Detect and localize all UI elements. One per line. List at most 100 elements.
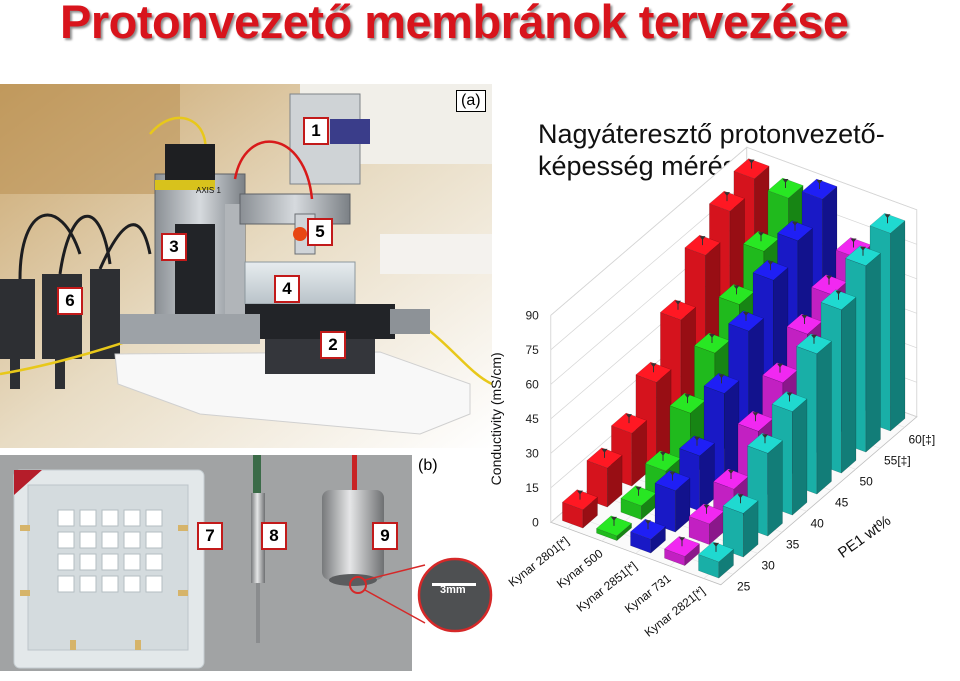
x-tick-label: 50 — [860, 474, 874, 488]
y-tick-label: 75 — [525, 343, 539, 357]
error-cap — [743, 312, 749, 316]
bar-top-face — [869, 212, 906, 234]
error-cap — [724, 192, 730, 197]
error-cap — [660, 451, 666, 456]
device-label: AXIS 1 — [196, 186, 221, 195]
error-cap — [669, 471, 676, 476]
bar-side-face — [767, 440, 783, 537]
photo-sample-holder: (b) 7 8 9 3mm — [0, 455, 493, 671]
x-axis-label: PE1 wt% — [835, 512, 894, 562]
slide-title: Protonvezető membránok tervezése — [60, 0, 849, 48]
callout-3: 3 — [161, 233, 187, 261]
error-cap — [748, 159, 755, 164]
error-cap — [786, 392, 793, 397]
bar-top-face — [684, 234, 721, 256]
error-cap — [718, 374, 725, 379]
bar-side-face — [841, 296, 857, 474]
callout-2: 2 — [320, 331, 346, 359]
panel-label-b: (b) — [418, 457, 438, 474]
bar-top-face — [777, 220, 813, 242]
x-tick-label: 35 — [786, 537, 800, 551]
bar-top-face — [796, 333, 832, 355]
error-cap — [684, 394, 691, 399]
bar-side-face — [656, 369, 672, 466]
error-cap — [801, 315, 808, 319]
callout-6: 6 — [57, 287, 83, 315]
y-tick-label: 30 — [525, 446, 539, 460]
error-cap — [679, 537, 685, 542]
error-cap — [860, 246, 866, 251]
slide-subtitle: Nagyáteresztő protonvezető-képesség méré… — [538, 119, 885, 181]
bar-top-face — [679, 435, 715, 457]
error-cap — [635, 486, 642, 491]
error-cap — [826, 275, 832, 280]
error-cap — [884, 214, 891, 219]
bar-side-face — [890, 220, 906, 432]
error-cap — [694, 436, 700, 441]
error-cap — [713, 542, 719, 547]
x-tick-label: 40 — [811, 516, 825, 530]
error-cap — [816, 180, 823, 184]
callout-7: 7 — [197, 522, 223, 550]
panel-label-a: (a) — [456, 90, 486, 112]
error-cap — [601, 448, 608, 453]
zoom-label: 3mm — [440, 584, 466, 596]
error-cap — [703, 504, 710, 509]
error-cap — [782, 179, 789, 183]
callout-5: 5 — [307, 218, 333, 246]
rig-illustration — [0, 84, 493, 448]
bar-top-face — [561, 489, 598, 510]
bar-top-face — [845, 245, 881, 267]
y-tick-label: 0 — [532, 515, 539, 529]
error-cap — [699, 236, 706, 241]
bar-top-face — [752, 259, 789, 281]
bar-top-face — [801, 178, 838, 200]
error-cap — [709, 334, 715, 338]
bar-top-face — [747, 432, 783, 454]
callout-4: 4 — [274, 275, 300, 303]
bar-side-face — [792, 398, 808, 516]
y-tick-label: 60 — [525, 377, 539, 391]
x-tick-label: 55[‡] — [884, 453, 911, 467]
error-cap — [767, 261, 774, 266]
error-cap — [762, 434, 768, 439]
x-tick-label: 25 — [737, 579, 751, 593]
holder-illustration — [0, 455, 493, 671]
error-cap — [733, 285, 740, 290]
error-cap — [626, 414, 632, 419]
error-cap — [650, 363, 657, 368]
error-cap — [675, 300, 681, 305]
error-cap — [737, 494, 744, 499]
bar-top-face — [722, 493, 759, 514]
callout-1: 1 — [303, 117, 329, 145]
error-cap — [835, 290, 842, 295]
bar-top-face — [635, 361, 672, 383]
chart-gridline — [550, 146, 917, 316]
x-tick-label: 45 — [835, 495, 849, 509]
error-cap — [811, 334, 817, 339]
error-cap — [792, 221, 798, 226]
error-cap — [645, 520, 651, 525]
callout-9: 9 — [372, 522, 398, 550]
bar-top-face — [820, 289, 857, 311]
bar-top-face — [664, 536, 700, 557]
bar-top-face — [767, 177, 804, 199]
bar-top-face — [708, 190, 746, 212]
y-tick-label: 15 — [525, 481, 539, 495]
error-cap — [577, 490, 583, 495]
bar-side-face — [865, 252, 881, 453]
x-tick-label: 30 — [762, 558, 776, 572]
y-tick-label: 45 — [525, 412, 539, 426]
y-tick-label: 90 — [525, 308, 539, 322]
y-axis-label: Conductivity (mS/cm) — [488, 352, 504, 485]
bar-side-face — [816, 340, 832, 495]
bar-top-face — [733, 158, 770, 179]
error-cap — [777, 363, 783, 368]
callout-8: 8 — [261, 522, 287, 550]
photo-measurement-rig: (a) 1 2 3 4 5 6 AXIS 1 — [0, 84, 493, 448]
error-cap — [752, 412, 759, 417]
bar-top-face — [659, 299, 697, 321]
error-cap — [850, 238, 857, 243]
